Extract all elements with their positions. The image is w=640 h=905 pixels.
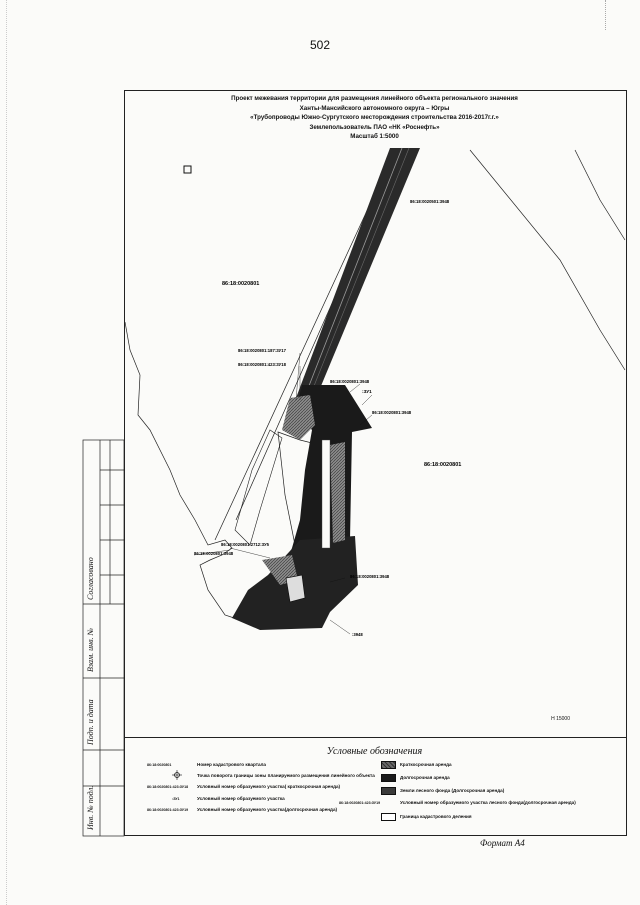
header-line: Землепользователь ПАО «НК «Роснефть» (309, 123, 440, 131)
cadastral-boundary-line (124, 321, 241, 621)
leader-line (295, 352, 301, 401)
map-frame (124, 90, 627, 738)
sheet-number: Н 15000 (551, 716, 570, 722)
map-scale: Масштаб 1:5000 (350, 133, 399, 141)
header-line: Проект межевания территории для размещен… (231, 95, 518, 102)
side-label-inv-original: Инв. № подл. (86, 785, 95, 830)
parcel-label: 86:18:0020801:3948 (330, 379, 370, 384)
header-line: «Трубопроводы Южно-Сургутского месторожд… (250, 114, 499, 122)
legend-code: 86:18:0020801:423:ЗУ19 (147, 808, 189, 812)
leader-line (329, 619, 351, 635)
legend-text: Номер кадастрового квартала (197, 762, 266, 767)
short-term-lease-area (330, 442, 345, 543)
map-header: Проект межевания территории для размещен… (124, 94, 625, 142)
side-label-replacement-inv: Взам. инв. № (86, 627, 95, 672)
parcel-label: 86:18:0020801:3948 (350, 574, 390, 579)
approval-side-table (82, 439, 125, 837)
side-label-sign-date: Подп. и дата (86, 699, 95, 745)
short-term-lease-area (285, 574, 306, 603)
cadastral-boundary-swatch (381, 813, 396, 821)
short-term-lease-area (282, 395, 315, 440)
legend-code: 86:18:0020801:423:ЗУ18 (147, 785, 189, 789)
cadastral-boundary-line (574, 149, 626, 241)
turning-point-marker (183, 165, 192, 174)
forest-lease-swatch (381, 787, 396, 795)
leader-line (349, 383, 361, 393)
pipeline-centerline (304, 147, 403, 397)
parcel-label: :ЗУ1 (362, 389, 372, 394)
scan-edge-line (605, 0, 606, 30)
page-number: 502 (309, 38, 331, 52)
legend-text: Долгосрочная аренда (400, 775, 450, 780)
quarter-label: 86:18:0020801 (424, 462, 461, 468)
legend-text: Точка поворота границы зоны планируемого… (197, 773, 375, 778)
quarter-label: 86:18:0020801 (222, 281, 259, 287)
legend-text: Граница кадастрового деления (400, 814, 472, 819)
scan-edge-line (6, 0, 7, 905)
leader-line (229, 547, 271, 559)
parcel-label: :3948 (352, 632, 363, 637)
long-term-lease-swatch (381, 774, 396, 782)
legend-title: Условные обозначения (326, 746, 423, 757)
legend-box (124, 736, 627, 836)
parcel-label: 86:18:0020801:2712:ЗУ5 (221, 542, 270, 547)
pipeline-corridor (296, 148, 420, 398)
side-label-approved: Согласовано (86, 557, 95, 600)
legend-code: :ЗУ1 (172, 797, 180, 801)
leader-line (359, 414, 373, 426)
legend-text: Краткосрочная аренда (400, 762, 452, 767)
pipeline-centerline (309, 147, 410, 397)
legend-text: Условный номер образуемого участка лесно… (400, 800, 576, 805)
leader-line (329, 577, 346, 583)
parcel-label: 86:18:0020801:3948 (372, 410, 412, 415)
paper-format-label: Формат А4 (480, 838, 525, 848)
header-line: Ханты-Мансийского автономного округа – Ю… (299, 104, 450, 112)
short-term-lease-swatch (381, 761, 396, 769)
leader-line (193, 549, 231, 556)
legend-code: 86:18:0020801 (147, 763, 172, 767)
cadastral-boundary-line (469, 149, 626, 371)
parcel-label: 86:18:0020801:187:ЗУ17 (238, 348, 287, 353)
legend-text: Земли лесного фонда (Долгосрочная аренда… (400, 788, 505, 793)
parcel-label: 86:18:0020801:3948 (194, 551, 234, 556)
turning-point-symbol-icon (172, 770, 182, 780)
parcel-label: 86:18:0020501:3948 (410, 199, 450, 204)
site-outline (234, 429, 283, 546)
legend-text: Условный номер образуемого участка(долго… (197, 807, 338, 812)
legend-code: 86:18:0020801:423:ЗУ19 (339, 801, 381, 805)
leader-line (361, 394, 373, 406)
legend-text: Условный номер образуемого участка( крат… (197, 784, 341, 789)
parcel-label: 86:18:0020801:423:ЗУ18 (238, 362, 287, 367)
access-road (321, 439, 331, 549)
legend-text: Условный номер образуемого участка (197, 796, 285, 801)
